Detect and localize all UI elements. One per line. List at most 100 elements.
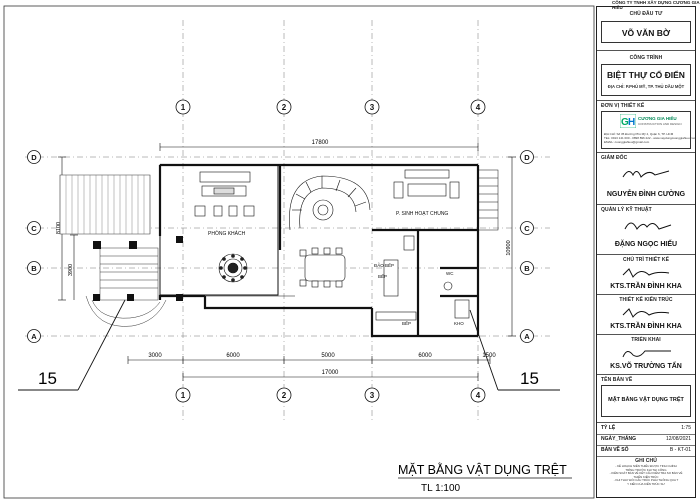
owner-box: VÕ VĂN BỜ	[601, 21, 691, 43]
room-pantry-label: ĐẢO BẾP	[374, 262, 394, 268]
contact-line: EMAIL: cuonggiahieu@gmail.com	[604, 140, 650, 144]
room-family-label: P. SINH HOẠT CHUNG	[396, 211, 448, 217]
drawing-section: TÊN BẢN VẼ MẶT BẰNG VẬT DỤNG TRỆT	[597, 375, 695, 423]
room-kitchen-label: BẾP	[378, 273, 387, 279]
grid-letter-b: B	[31, 264, 37, 273]
arch-section: THIẾT KẾ KIẾN TRÚC KTS.TRẦN ĐÌNH KHA	[597, 295, 695, 335]
grid-letter-d: D	[31, 153, 37, 162]
svg-text:H: H	[628, 117, 635, 128]
grid-letter-d-r: D	[524, 153, 530, 162]
notes-body: - KỂ HOẠCH NIÊN THIẾU ĐƯỢC TINH CHỈNH TR…	[597, 464, 695, 487]
lead-section: CHỦ TRÌ THIẾT KẾ KTS.TRẦN ĐÌNH KHA	[597, 255, 695, 295]
designer-box: G H CƯƠNG GIA HIẾU CONSTRUCTION AND DESI…	[601, 111, 696, 149]
project-name: BIỆT THỰ CỔ ĐIỂN	[607, 70, 685, 80]
scale-label: TỶ LỆ	[601, 425, 616, 431]
tech-label: QUẢN LÝ KỸ THUẬT	[601, 207, 652, 213]
dim-bottom-total: 17000	[322, 370, 339, 376]
lead-name: KTS.TRẦN ĐÌNH KHA	[610, 283, 682, 290]
sheet-value: B - KT-01	[669, 447, 691, 453]
grid-num-2: 2	[282, 103, 287, 112]
grid-num-1b: 1	[181, 391, 186, 400]
deploy-section: TRIỂN KHAI KS.VÕ TRƯỜNG TẤN	[597, 335, 695, 375]
owner-section: CHỦ ĐẦU TƯ VÕ VĂN BỜ	[597, 7, 695, 51]
living-room-furniture	[194, 171, 255, 217]
svg-text:G: G	[621, 117, 629, 128]
floor-medallion	[218, 253, 248, 283]
drawing-label: TÊN BẢN VẼ	[601, 377, 633, 383]
date-label: NGÀY_THÁNG	[601, 436, 637, 442]
note-line: - KIỂM SOÁT BẢN VẼ KẾT CẤU KIỂM TRA SO B…	[609, 471, 683, 476]
section-label-left: 15	[38, 369, 57, 388]
dim-top: 17800	[312, 140, 329, 146]
info-table: TỶ LỆ 1:75 NGÀY_THÁNG 12/08/2021 BẢN VẼ …	[597, 423, 695, 457]
dim-bottom-5: 1500	[482, 353, 496, 359]
grid-letter-c: C	[31, 224, 37, 233]
side-stair	[477, 169, 499, 231]
spiral-staircase	[289, 175, 371, 231]
tech-section: QUẢN LÝ KỸ THUẬT ĐẶNG NGỌC HIẾU	[597, 205, 695, 255]
arch-name: KTS.TRẦN ĐÌNH KHA	[610, 323, 682, 330]
grid-num-1: 1	[181, 103, 186, 112]
room-wc-label: WC	[446, 271, 454, 276]
grid-lines	[25, 20, 550, 420]
dim-left-a: 8100	[56, 222, 62, 234]
grid-num-2b: 2	[282, 391, 287, 400]
grid-bubbles-side	[27, 150, 534, 343]
note-line: Y KIẾN CỦA KIẾN TRÚC SƯ	[627, 481, 665, 486]
room-storage-label: KHO	[454, 321, 464, 326]
project-address: ĐỊA CHỈ: P.PHÚ MỸ, TP. THỦ DẦU MỘT	[607, 84, 685, 89]
project-label: CÔNG TRÌNH	[629, 55, 663, 61]
kitchen-fixtures	[375, 235, 470, 321]
arch-label: THIẾT KẾ KIẾN TRÚC	[619, 297, 673, 303]
dining-table	[299, 247, 346, 288]
room-living-label: PHÒNG KHÁCH	[208, 230, 246, 237]
designer-label: ĐƠN VỊ THIẾT KẾ	[601, 103, 645, 109]
director-section: GIÁM ĐỐC NGUYỄN ĐÌNH CƯỜNG	[597, 153, 695, 205]
dim-left-b: 3900	[68, 264, 74, 276]
dim-right: 10900	[506, 240, 512, 255]
deploy-name: KS.VÕ TRƯỜNG TẤN	[610, 363, 682, 370]
note-line: - KHI THAY ĐỔI CẤU TRÚC PHẢI THÔNG QUA T	[613, 478, 679, 483]
signature-icon	[622, 350, 671, 358]
deploy-label: TRIỂN KHAI	[631, 337, 661, 343]
notes-section: GHI CHÚ - KỂ HOẠCH NIÊN THIẾU ĐƯỢC TINH …	[597, 457, 695, 487]
section-label-right: 15	[520, 369, 539, 388]
grid-bubbles-top	[175, 99, 486, 403]
owner-label: CHỦ ĐẦU TƯ	[629, 11, 663, 17]
grid-letter-c-r: C	[524, 224, 530, 233]
project-box: BIỆT THỰ CỔ ĐIỂN ĐỊA CHỈ: P.PHÚ MỸ, TP. …	[601, 64, 691, 96]
notes-label: GHI CHÚ	[635, 458, 657, 464]
director-name: NGUYỄN ĐÌNH CƯỜNG	[606, 191, 686, 198]
sheet-label: BẢN VẼ SỐ	[601, 447, 629, 453]
grid-num-4: 4	[476, 103, 481, 112]
owner-name: VÕ VĂN BỜ	[621, 28, 671, 38]
note-line: THIẾN KIẾN TRÚC	[633, 474, 659, 479]
sheet-row: BẢN VẼ SỐ B - KT-01	[597, 445, 695, 457]
room-kitchen-label-2: BẾP	[402, 320, 411, 326]
dim-bottom-4: 6000	[418, 353, 432, 359]
grid-num-3b: 3	[370, 391, 375, 400]
date-value: 12/08/2021	[665, 436, 691, 442]
entrance-porch	[59, 174, 151, 235]
logo-text: CƯƠNG GIA HIẾU	[638, 116, 677, 121]
drawing-box: MẶT BẰNG VẬT DỤNG TRỆT	[601, 385, 691, 417]
contact-line: ĐỊA CHỈ: Số 35 Đường Phú Mỹ 4, Quận 6, T…	[604, 132, 674, 136]
dim-bottom-3: 5000	[321, 353, 335, 359]
contact-line: TEL: 0913 141 000 - 0898 896 222 - www.x…	[604, 136, 697, 140]
grid-num-4b: 4	[476, 391, 481, 400]
signature-icon	[622, 268, 670, 278]
lead-label: CHỦ TRÌ THIẾT KẾ	[622, 257, 670, 263]
project-section: CÔNG TRÌNH BIỆT THỰ CỔ ĐIỂN ĐỊA CHỈ: P.P…	[597, 51, 695, 101]
grid-num-3: 3	[370, 103, 375, 112]
plan-title: MẶT BẰNG VẬT DỤNG TRỆT	[398, 462, 567, 477]
signature-icon	[624, 222, 672, 230]
company-logo-icon: G H	[620, 114, 636, 128]
company-header: CÔNG TY TNHH XÂY DỰNG CƯƠNG GIA HIẾU	[612, 0, 700, 10]
designer-section: ĐƠN VỊ THIẾT KẾ G H CƯƠNG GIA HIẾU CONST…	[597, 101, 696, 153]
title-block: CHỦ ĐẦU TƯ VÕ VĂN BỜ CÔNG TRÌNH BIỆT THỰ…	[596, 6, 696, 498]
plan-scale: TL 1:100	[421, 483, 461, 494]
note-line: TRÌNH TRƯỚC KHI THI CÔNG	[625, 467, 667, 472]
signature-icon	[622, 170, 670, 178]
